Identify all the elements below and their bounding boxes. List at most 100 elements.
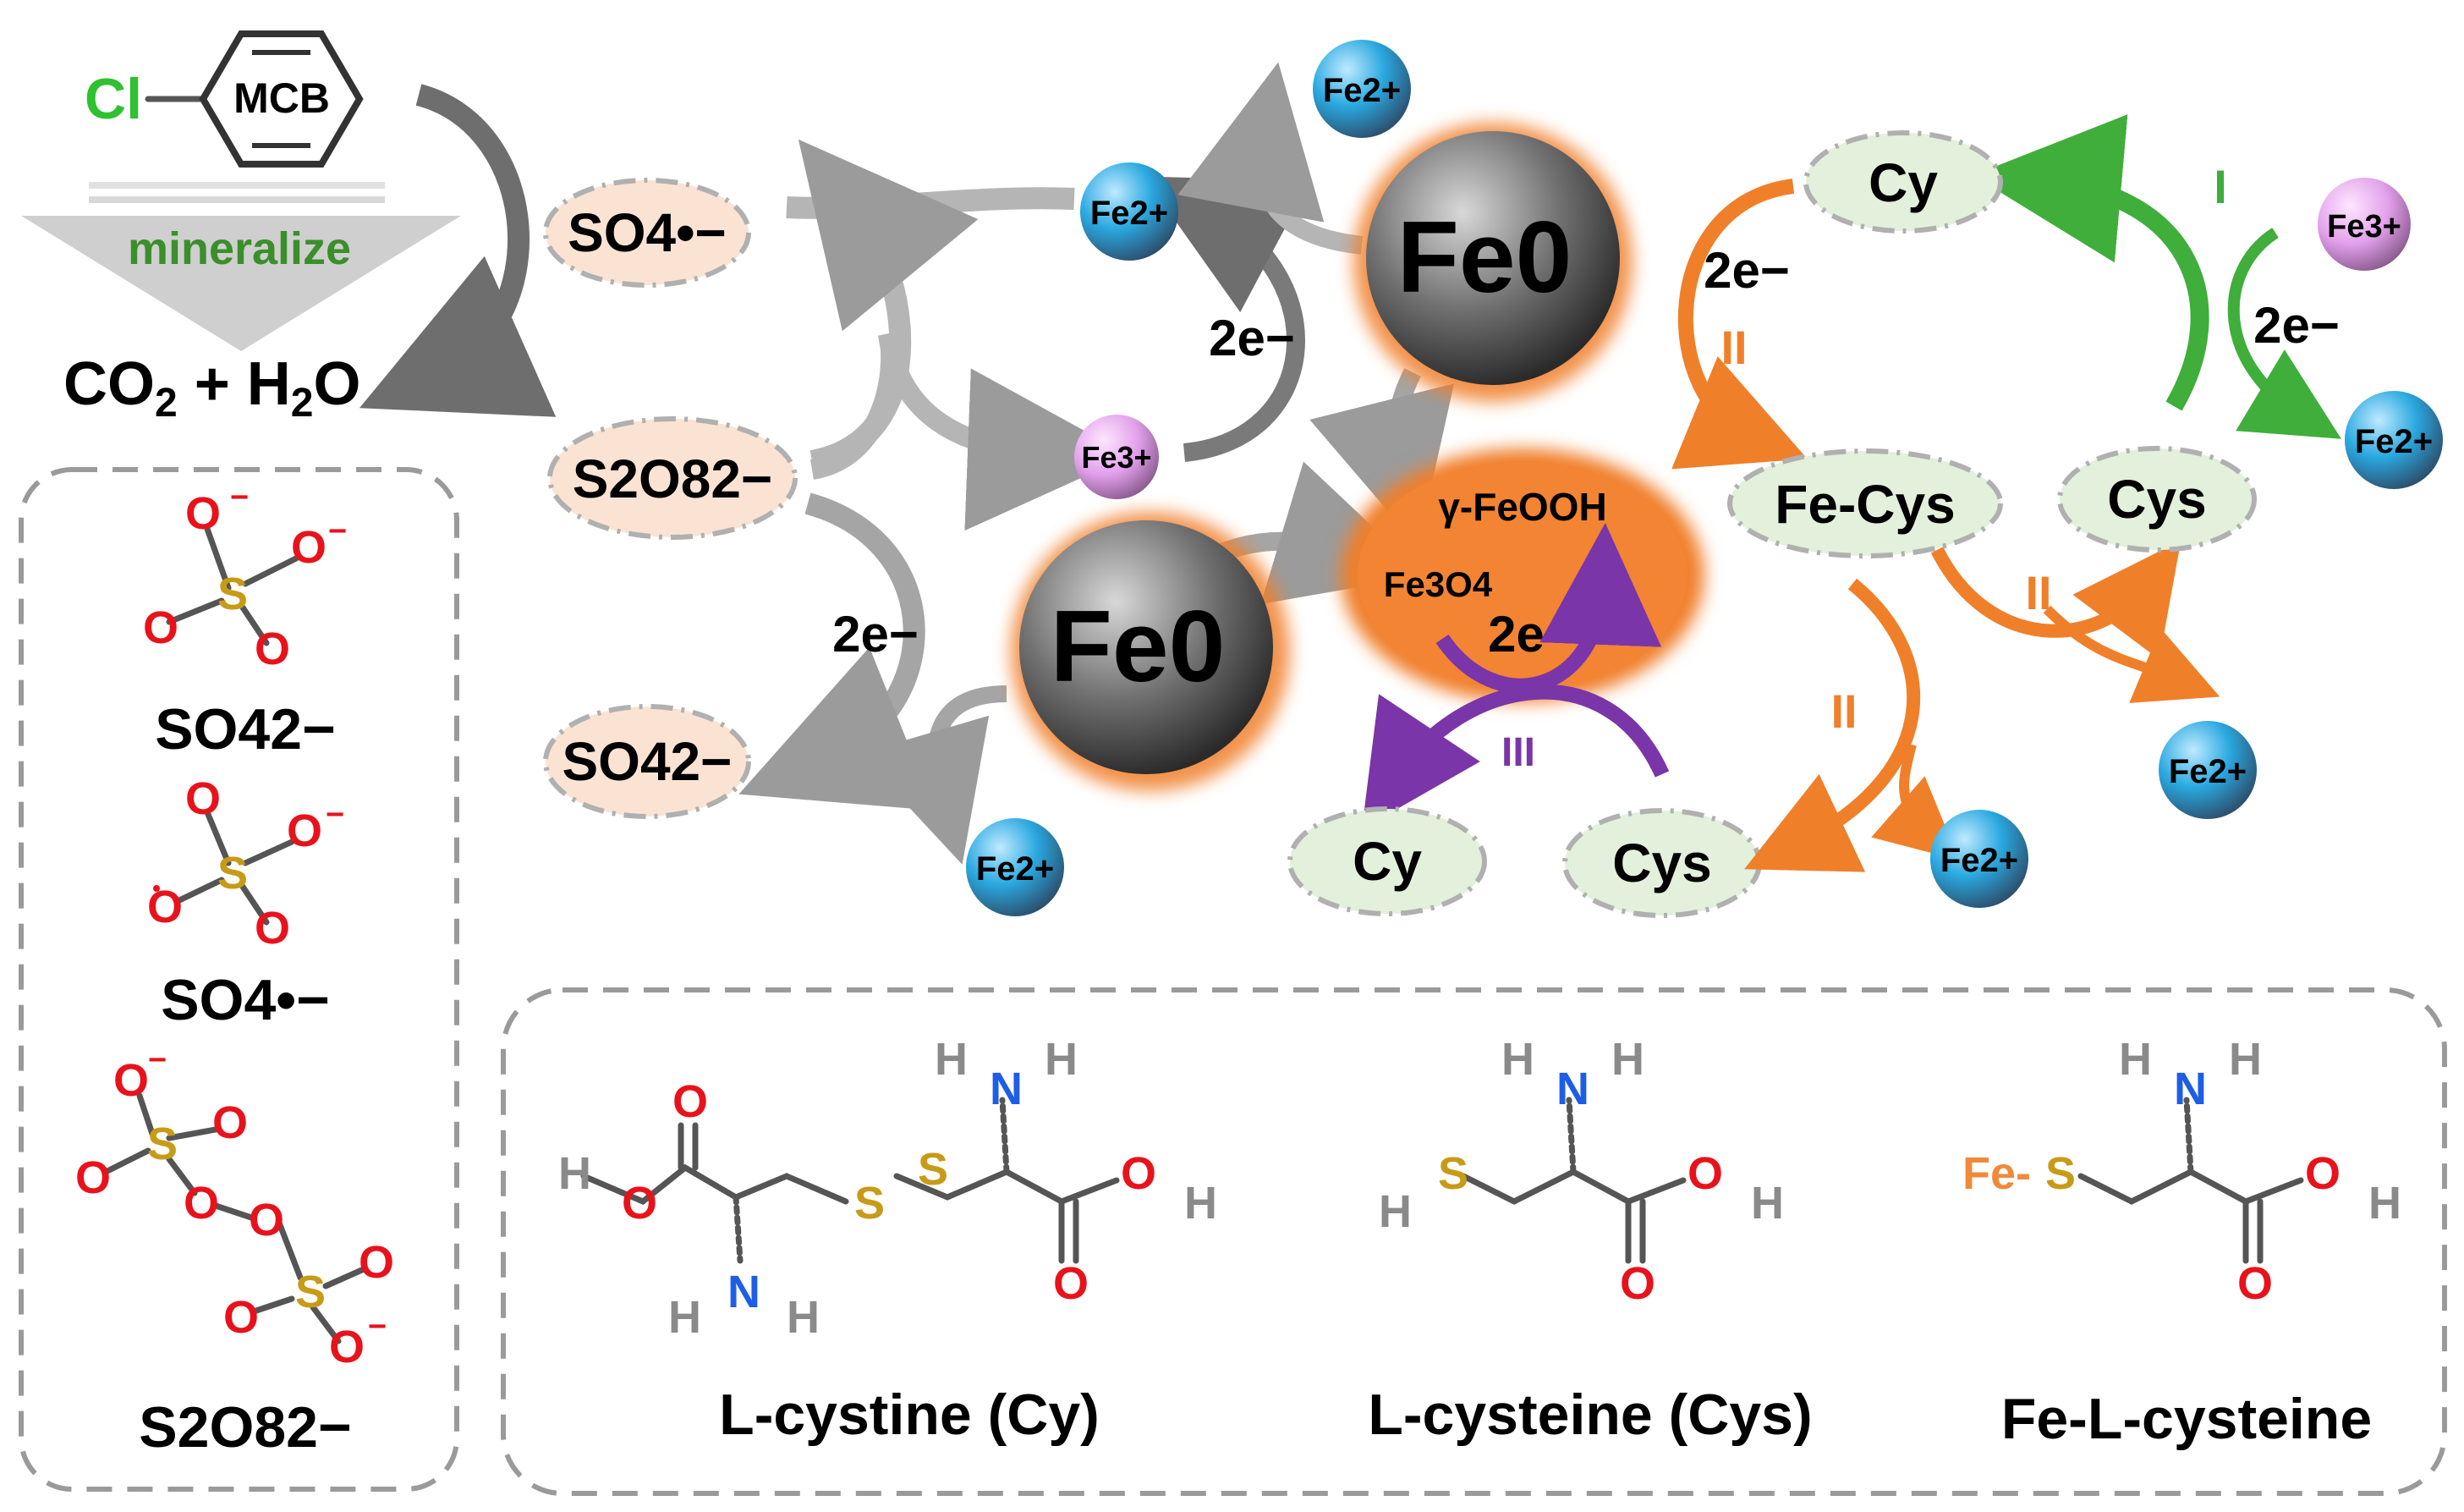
svg-text:O: O xyxy=(359,1237,394,1288)
fe3-ion-icon xyxy=(2318,178,2411,271)
mineralize-arrow xyxy=(21,216,461,351)
fe2-ion-label: Fe2+ xyxy=(1940,842,2018,879)
fe0-particle-icon xyxy=(1019,520,1273,774)
svg-text:O: O xyxy=(291,522,327,573)
svg-text:H: H xyxy=(2119,1034,2152,1085)
svg-text:O: O xyxy=(1053,1258,1089,1309)
svg-text:O: O xyxy=(184,1178,219,1229)
s2o8-label: S2O82− xyxy=(573,448,773,509)
fe3o4-label: Fe3O4 xyxy=(1384,564,1493,604)
fe2-ion-icon xyxy=(966,818,1064,916)
pathway-i-arrow-cys-to-cy xyxy=(1973,114,2209,411)
cys-label-right: Cys xyxy=(2107,469,2206,530)
pathway-i-arrow-fe3-to-fe2 xyxy=(2227,228,2341,439)
fe2-ion-icon xyxy=(1313,40,1411,138)
cysteine-structure: S H N H H O H O xyxy=(1379,1034,1784,1309)
sulfate-radical-structure: S O O − O O xyxy=(147,773,344,954)
svg-text:H: H xyxy=(1751,1178,1784,1229)
svg-text:O: O xyxy=(223,1292,259,1343)
cystine-caption: L-cystine (Cy) xyxy=(719,1383,1100,1447)
fe0-label: Fe0 xyxy=(1397,201,1572,314)
svg-text:O: O xyxy=(185,773,221,824)
cy-ellipse-bottom xyxy=(1287,806,1487,916)
fe2-ion-icon xyxy=(1930,810,2028,908)
svg-text:O: O xyxy=(1620,1258,1655,1309)
cy-label-top: Cy xyxy=(1869,152,1938,213)
cy-label-bottom: Cy xyxy=(1353,831,1422,892)
svg-text:H: H xyxy=(935,1034,968,1085)
pathway-ii-arrow-to-fe2-right xyxy=(2043,605,2220,703)
pathway-iii-arrow-up xyxy=(1435,523,1662,694)
svg-text:H: H xyxy=(668,1292,701,1343)
svg-text:O: O xyxy=(2305,1148,2341,1199)
two-electron-label-upper: 2e− xyxy=(1209,310,1295,366)
fe-cysteine-caption: Fe-L-cysteine xyxy=(2001,1387,2372,1451)
svg-text:H: H xyxy=(2368,1178,2401,1229)
benzene-ring-icon xyxy=(199,30,364,168)
cysteine-cycle: I II II II 2e− 2e− Cy Fe-Cys Cys Fe3+ Fe… xyxy=(1671,114,2443,908)
mcb-label: MCB xyxy=(233,74,330,122)
fe2-ion-label: Fe2+ xyxy=(2169,753,2247,790)
svg-text:S: S xyxy=(295,1267,326,1317)
svg-text:N: N xyxy=(727,1267,760,1317)
two-electron-label-oxide: 2e− xyxy=(1488,606,1574,663)
svg-text:S: S xyxy=(217,848,248,899)
left-structure-panel: S O − O − O O SO42− S O O − O O SO4•− xyxy=(19,467,459,1492)
gamma-feooh-label: γ-FeOOH xyxy=(1438,485,1606,529)
two-electron-label-cycle-right: 2e− xyxy=(2253,297,2340,354)
svg-text:−: − xyxy=(368,1309,387,1344)
fe-cys-ellipse xyxy=(1727,448,2003,558)
arrow-fe0-to-fe2-bottom xyxy=(859,685,1007,865)
two-electron-label-cycle-left: 2e− xyxy=(1704,242,1790,299)
svg-text:S: S xyxy=(854,1178,885,1229)
svg-text:S: S xyxy=(147,1119,178,1169)
cysteine-caption: L-cysteine (Cys) xyxy=(1368,1383,1812,1447)
fe-cysteine-structure: Fe- S N H H O H O xyxy=(1962,1034,2401,1309)
sulfate-caption: SO42− xyxy=(155,697,336,761)
svg-text:−: − xyxy=(148,1042,167,1078)
arrow-s2o8-fe3 xyxy=(809,331,1130,531)
fe2-ion-icon xyxy=(2345,391,2443,489)
fe2-ion-label: Fe2+ xyxy=(976,850,1054,888)
svg-text:O: O xyxy=(212,1097,248,1148)
cys-label-bottom: Cys xyxy=(1612,833,1711,893)
cys-ellipse-right xyxy=(2057,446,2257,553)
svg-text:S: S xyxy=(217,569,248,619)
persulfate-activation: SO4•− S2O82− SO42− 2e− 2e− Fe2+ Fe2+ Fe3… xyxy=(543,40,1762,918)
svg-text:O: O xyxy=(287,805,322,856)
pathway-ii-label-top: II xyxy=(1720,321,1747,374)
svg-text:O: O xyxy=(255,903,290,954)
svg-text:O: O xyxy=(329,1322,365,1372)
bottom-structure-panel: H O O S S N H H N H H O H O L-cystine (C… xyxy=(501,987,2447,1496)
persulfate-structure: S O − O O O O S O O O − xyxy=(75,1042,394,1372)
co2-h2o-label: CO2+ H2O xyxy=(63,350,360,426)
svg-text:H: H xyxy=(1045,1034,1078,1085)
so4-radical-label: SO4•− xyxy=(568,202,727,263)
arrow-fe3-to-fe2 xyxy=(1144,176,1311,462)
svg-text:H: H xyxy=(787,1292,820,1343)
svg-text:O: O xyxy=(2237,1258,2273,1309)
pathway-i-label: I xyxy=(2214,160,2227,213)
sulfate-radical-caption: SO4•− xyxy=(161,968,330,1032)
svg-text:H: H xyxy=(1379,1186,1412,1237)
fe0-label: Fe0 xyxy=(1051,590,1226,703)
persulfate-caption: S2O82− xyxy=(139,1395,351,1460)
svg-text:O: O xyxy=(1687,1148,1723,1199)
svg-text:Fe-: Fe- xyxy=(1962,1148,2031,1199)
svg-text:O: O xyxy=(672,1076,708,1127)
so4-radical-ellipse xyxy=(543,178,751,288)
fe2-ion-icon xyxy=(2159,721,2257,819)
svg-text:H: H xyxy=(558,1148,591,1199)
fe2-ion-label: Fe2+ xyxy=(2355,423,2433,460)
svg-text:N: N xyxy=(990,1064,1023,1114)
fe2-ion-label: Fe2+ xyxy=(1323,72,1401,109)
svg-text:N: N xyxy=(2174,1064,2207,1114)
fe3-ion-label: Fe3+ xyxy=(1081,440,1151,475)
fe2-ion-label: Fe2+ xyxy=(1090,195,1168,232)
s2o8-ellipse xyxy=(547,416,798,540)
fe0-particle-icon xyxy=(1366,131,1620,385)
svg-text:O: O xyxy=(249,1195,284,1245)
svg-text:S: S xyxy=(2045,1148,2076,1199)
two-electron-label-lower: 2e− xyxy=(832,606,919,663)
